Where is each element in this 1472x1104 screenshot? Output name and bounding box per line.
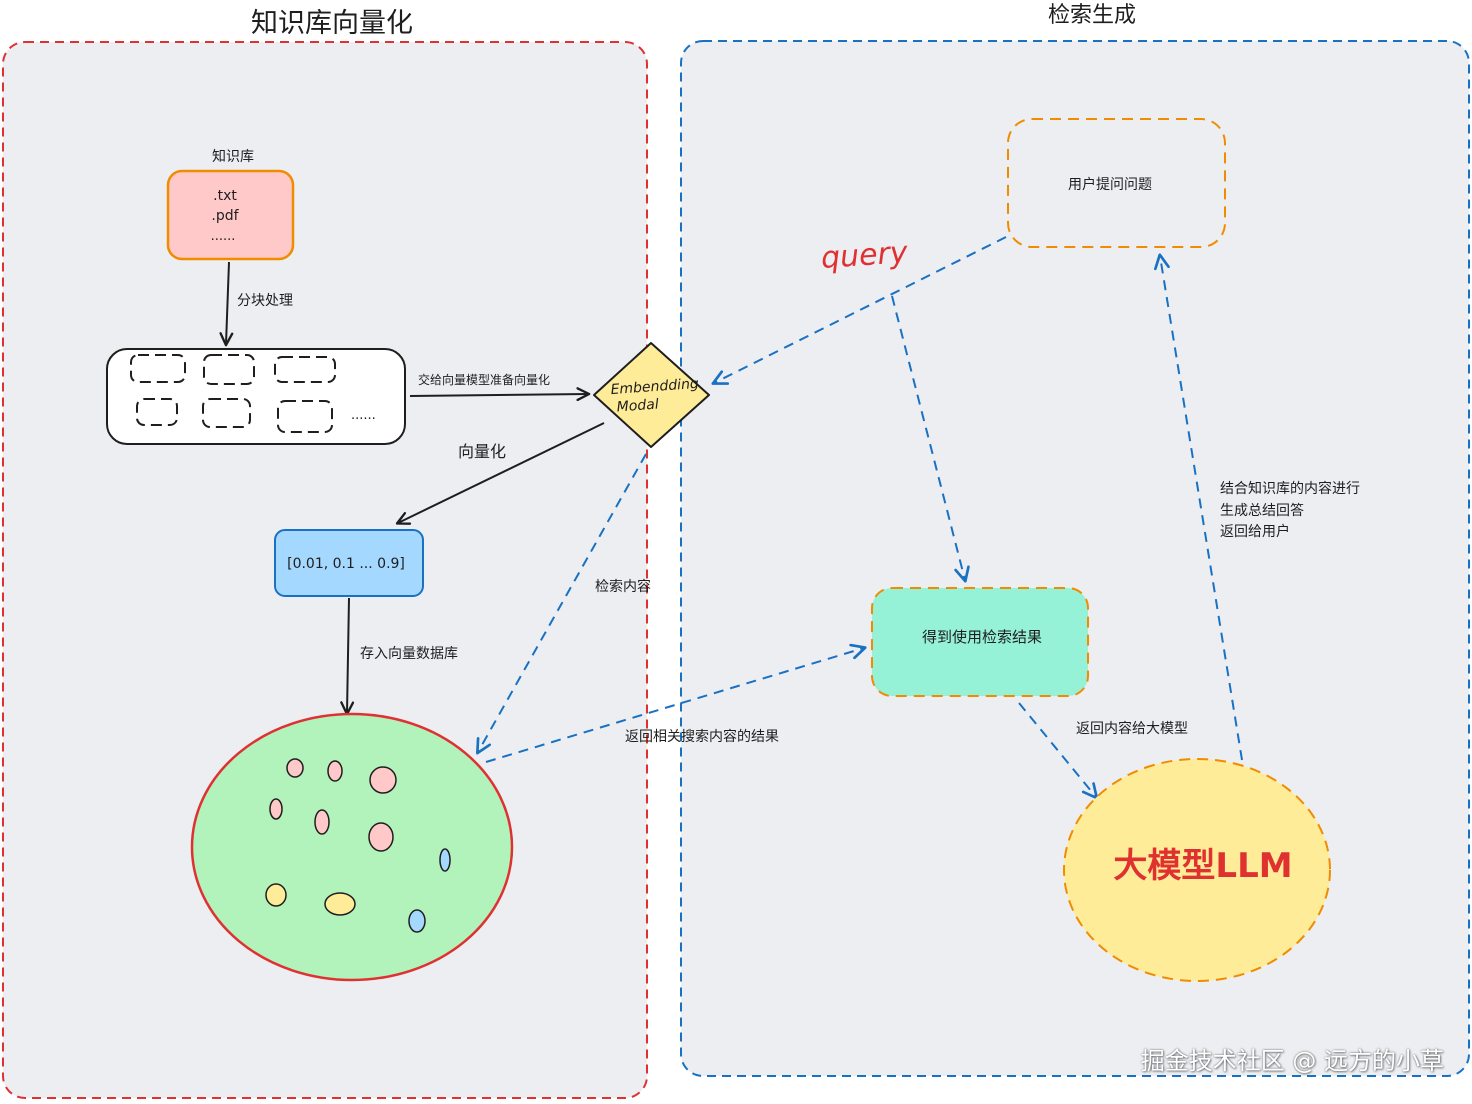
label-to-model: 交给向量模型准备向量化 [418,372,550,387]
chunk-1 [130,354,186,383]
chunks-ellipsis: ...... [351,408,376,423]
label-return-results: 返回相关搜索内容的结果 [625,728,779,745]
vector-point [286,758,304,778]
vector-point [439,848,451,872]
retrieval-results-box [871,587,1089,697]
knowledge-base-label: 知识库 [212,148,254,165]
vector-point [269,798,283,820]
retrieval-generation-panel [680,40,1470,1077]
right-panel-title: 检索生成 [1048,3,1136,28]
chunk-2 [203,354,255,385]
watermark: 掘金技术社区 @ 远方的小草 [1140,1047,1444,1075]
llm-node [1063,758,1331,982]
label-chunking: 分块处理 [237,293,293,309]
label-store: 存入向量数据库 [360,646,458,662]
label-search: 检索内容 [595,578,651,595]
vector-box [274,529,424,597]
vector-value: [0.01, 0.1 ... 0.9] [287,556,405,572]
kb-file-pdf: .pdf [211,208,239,224]
embedding-label-line2: Modal [616,397,659,416]
knowledge-base-box [166,169,295,261]
vector-point [324,892,356,916]
chunks-container [106,348,406,445]
arrow-search-to-db [476,453,647,755]
chunk-4 [136,398,178,426]
kb-file-ellipsis: ...... [211,229,236,244]
vector-point [327,760,343,782]
embedding-label-line1: Embendding [610,376,699,398]
vector-point [369,766,397,794]
vector-point [368,822,394,852]
retrieval-results-label: 得到使用检索结果 [922,628,1042,646]
vector-point [314,809,330,835]
label-answer-line1: 结合知识库的内容进行 [1220,480,1360,497]
llm-label: 大模型LLM [1113,846,1292,886]
vector-point [408,909,426,933]
arrow-llm-to-user [1154,253,1243,761]
vector-database [190,712,514,982]
embedding-model-diamond [593,342,710,448]
chunk-3 [274,356,336,383]
kb-file-txt: .txt [213,188,237,204]
vector-point [265,883,287,907]
arrow-embedding-to-vector [395,422,605,525]
arrow-kb-to-chunks [219,261,234,347]
label-answer-line2: 生成总结回答 [1220,502,1304,519]
arrow-db-to-results [485,643,867,763]
label-to-llm: 返回内容给大模型 [1076,720,1188,737]
query-label: query [820,235,910,276]
arrow-query-to-embedding [711,236,1007,385]
user-question-label: 用户提问问题 [1068,176,1152,193]
chunk-6 [277,400,333,433]
chunk-5 [202,398,251,428]
arrow-query-to-results [891,295,970,583]
arrow-results-to-llm [1018,702,1099,800]
label-vectorize: 向量化 [458,442,506,461]
arrow-chunks-to-embedding [409,387,591,402]
left-panel-title: 知识库向量化 [251,8,413,39]
arrow-vector-to-db [340,597,355,716]
label-answer-line3: 返回给用户 [1220,523,1290,540]
